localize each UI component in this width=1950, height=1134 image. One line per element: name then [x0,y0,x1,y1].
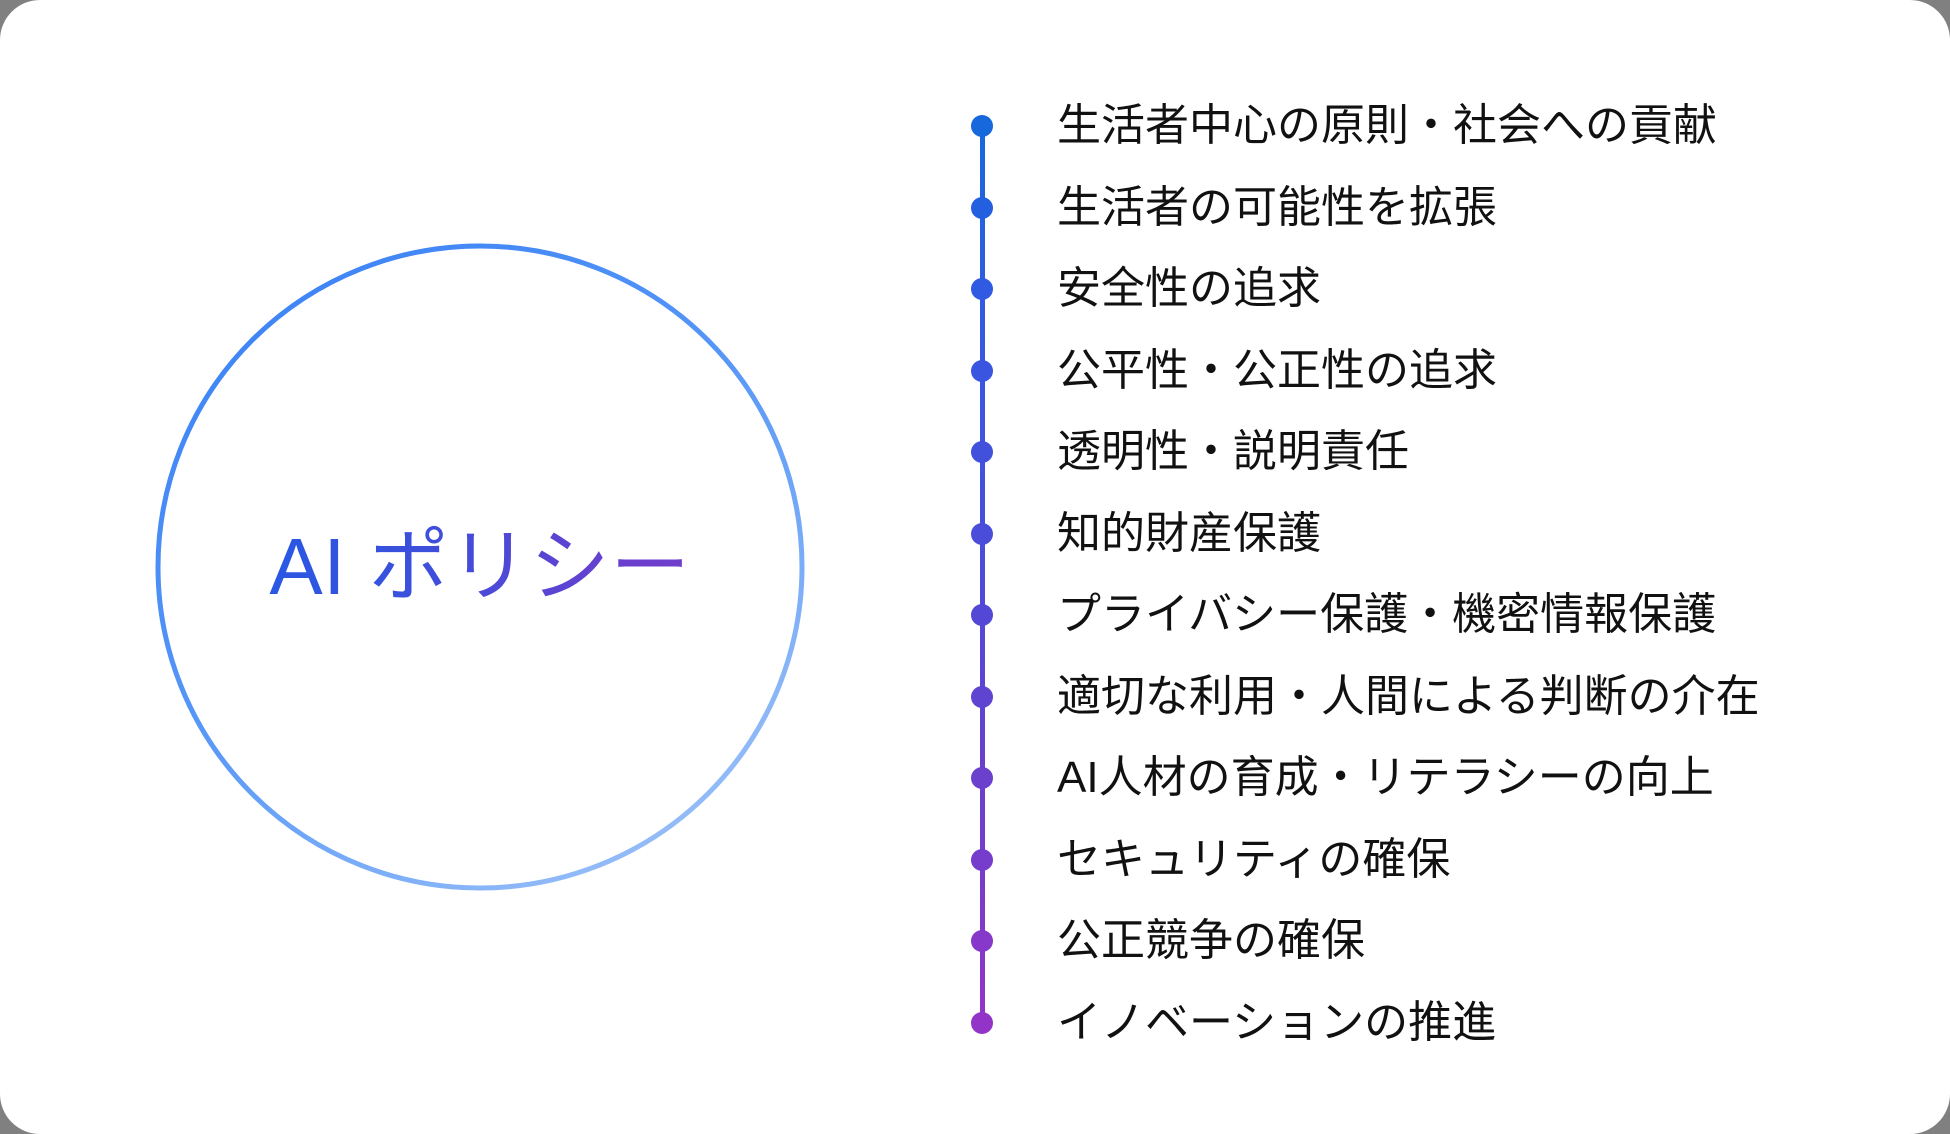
emblem-circle-icon [155,243,805,891]
timeline-rail [980,126,985,1022]
timeline-item-label: 知的財産保護 [1057,508,1321,558]
timeline-dot-icon [971,1011,993,1034]
timeline-dot-icon [971,604,993,626]
timeline-item-label: 安全性の追求 [1057,263,1321,313]
timeline-dot-icon [971,522,993,545]
timeline-item-label: 公平性・公正性の追求 [1057,345,1497,395]
timeline-dot-icon [971,115,993,137]
timeline-dot-icon [971,848,993,871]
timeline-item-label: 透明性・説明責任 [1057,426,1409,476]
timeline-item-label: 生活者中心の原則・社会への貢献 [1057,100,1717,150]
emblem-label: AI ポリシー [155,243,805,891]
timeline-dot-icon [971,767,993,789]
timeline-item-label: イノベーションの推進 [1057,997,1497,1047]
timeline-dot-icon [971,930,993,952]
timeline-dot-icon [971,359,993,382]
timeline-item-label: 適切な利用・人間による判断の介在 [1057,671,1760,721]
timeline-dot-icon [971,278,993,300]
timeline-item-label: 生活者の可能性を拡張 [1057,182,1497,232]
timeline-item-label: AI人材の育成・リテラシーの向上 [1057,752,1714,802]
timeline-dot-icon [971,685,993,708]
ai-policy-emblem: AI ポリシー [155,243,805,891]
timeline-item-label: プライバシー保護・機密情報保護 [1057,589,1717,639]
timeline-dot-icon [971,441,993,463]
policy-timeline: 生活者中心の原則・社会への貢献生活者の可能性を拡張安全性の追求公平性・公正性の追… [960,60,1920,1070]
timeline-item-label: セキュリティの確保 [1057,834,1451,884]
timeline-dot-icon [971,196,993,219]
timeline-item-label: 公正競争の確保 [1057,915,1365,965]
